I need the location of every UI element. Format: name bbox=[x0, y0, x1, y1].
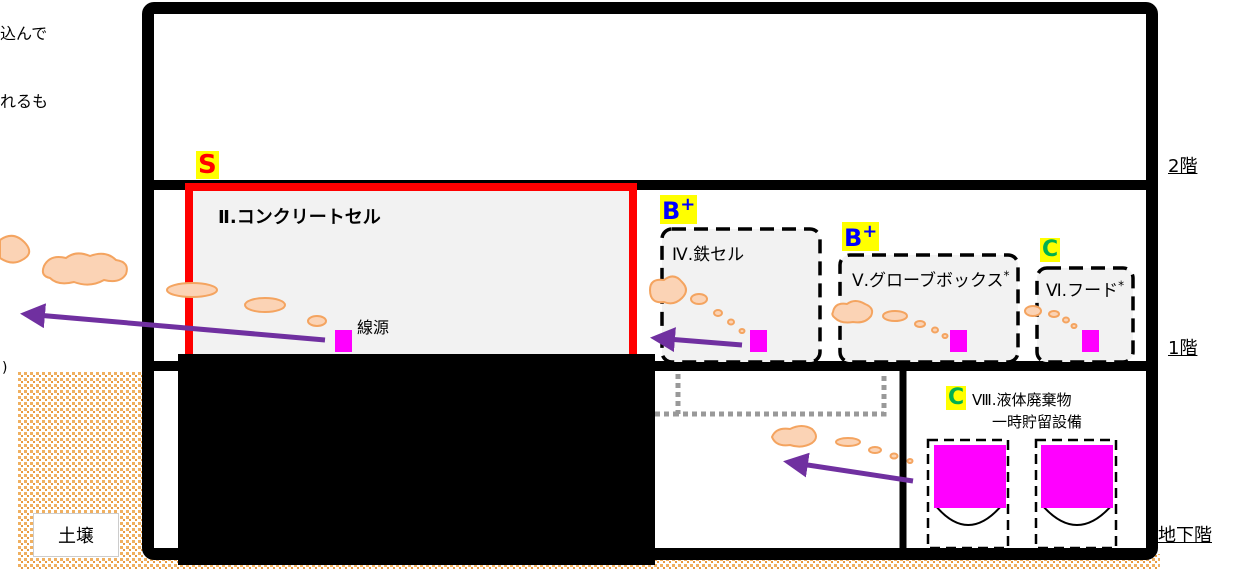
duct-outline bbox=[675, 374, 887, 417]
hood-label-text: Ⅵ.フード bbox=[1046, 281, 1119, 301]
hood-label: Ⅵ.フード* bbox=[1046, 276, 1124, 301]
glovebox-label-text: Ⅴ.グローブボックス bbox=[852, 271, 1004, 291]
source-label: 線源 bbox=[357, 318, 390, 337]
badge-c-liquid-waste: C bbox=[946, 385, 967, 410]
source-glovebox bbox=[950, 330, 967, 352]
badge-c-hood: C bbox=[1040, 237, 1061, 262]
liquid-waste-label-2: 一時貯留設備 bbox=[992, 413, 1083, 431]
left-text-paren: ) bbox=[2, 360, 8, 376]
soil-label: 土壌 bbox=[33, 513, 119, 557]
hood-asterisk: * bbox=[1118, 278, 1125, 293]
badge-s: S bbox=[196, 150, 219, 180]
floor-label-2f: 2階 bbox=[1168, 156, 1198, 177]
liquid-waste-label-1: Ⅷ.液体廃棄物 bbox=[972, 391, 1072, 409]
waste-tank-2 bbox=[1034, 438, 1118, 550]
left-text-line2: れるも bbox=[0, 92, 49, 111]
iron-cell-label: Ⅳ.鉄セル bbox=[672, 245, 745, 265]
glovebox-label: Ⅴ.グローブボックス* bbox=[852, 266, 1010, 291]
badge-b-plus-iron: B+ bbox=[660, 194, 698, 225]
leakage-arrows bbox=[20, 303, 914, 484]
dispersion-plumes bbox=[0, 234, 1078, 464]
concrete-cell-label: Ⅱ.コンクリートセル bbox=[218, 207, 381, 228]
source-concrete-cell bbox=[335, 330, 352, 352]
glovebox-asterisk: * bbox=[1003, 268, 1010, 283]
badge-letter: B bbox=[844, 224, 863, 252]
badge-letter: B bbox=[662, 197, 681, 225]
source-hood bbox=[1082, 330, 1099, 352]
floor-label-basement: 地下階 bbox=[1158, 525, 1212, 546]
badge-b-plus-glovebox: B+ bbox=[842, 221, 880, 252]
waste-tank-1 bbox=[926, 438, 1010, 550]
redaction-block bbox=[178, 354, 655, 565]
floor-label-1f: 1階 bbox=[1168, 338, 1198, 359]
badge-sup: + bbox=[680, 194, 696, 215]
source-iron-cell bbox=[750, 330, 767, 352]
left-text-line1: 込んで bbox=[0, 24, 48, 43]
badge-sup: + bbox=[862, 221, 878, 242]
